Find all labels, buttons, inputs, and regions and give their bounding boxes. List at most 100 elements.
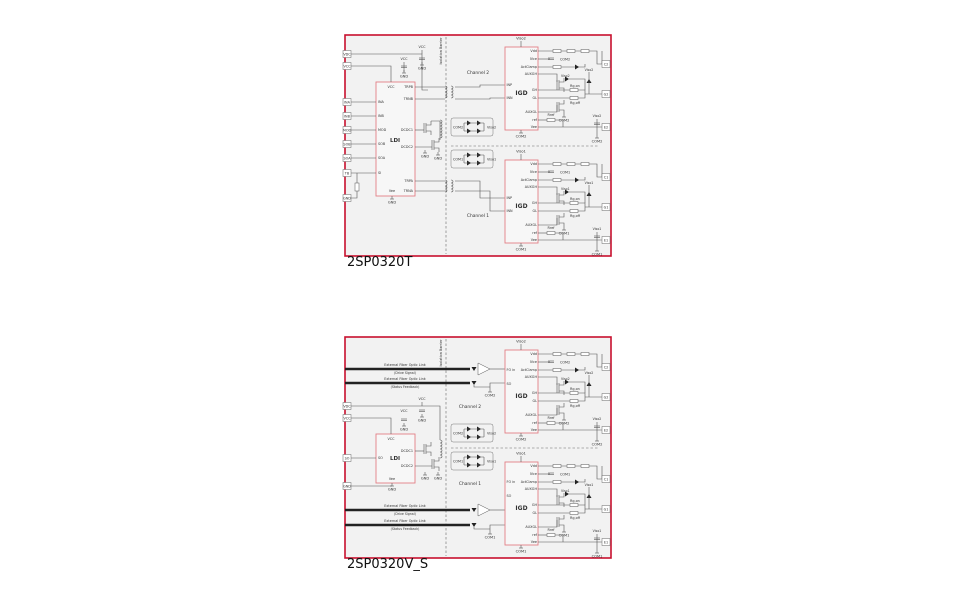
resistor — [566, 162, 576, 166]
com-label: COM2 — [453, 125, 463, 129]
igd-pin-label: GH — [532, 201, 538, 205]
channel-label: Channel 1 — [467, 213, 489, 219]
terminal-g — [601, 393, 611, 401]
led-icon — [471, 523, 477, 527]
viso-label: Viso2 — [585, 68, 594, 72]
ldi-vcc-label: VCC — [387, 85, 395, 89]
ldi-pin-label: TRNB — [403, 97, 414, 101]
ldi-pin-label: TRPA — [403, 179, 413, 183]
resistor — [552, 480, 562, 484]
wire — [559, 412, 565, 417]
ldi-pin-label: SOB — [378, 142, 386, 146]
igd-input-label: FO in — [507, 480, 516, 484]
igd-pin-label: Vdd — [530, 464, 537, 468]
viso-label: Viso1 — [593, 529, 602, 533]
wire — [455, 97, 505, 100]
igd-pin-label: GH — [532, 391, 538, 395]
terminal-e-label: E1 — [604, 238, 608, 242]
wire — [473, 527, 490, 530]
viso-label: Viso2 — [516, 37, 526, 41]
wire — [559, 515, 565, 520]
igd-pin-label: ref — [532, 533, 537, 537]
viso-label: Viso2 — [487, 125, 496, 129]
wire — [559, 100, 565, 105]
wire — [569, 191, 586, 203]
igd-pin-label: Vee — [531, 125, 537, 129]
wire — [489, 382, 505, 389]
wire — [559, 524, 565, 529]
vcc-label: VCC — [418, 397, 426, 401]
com-label: COM1 — [453, 157, 463, 161]
wire — [455, 84, 505, 88]
wire — [351, 417, 392, 434]
wire — [434, 147, 440, 152]
rectifier-block — [450, 149, 494, 169]
igd-pin-label: ActClamp — [521, 368, 537, 372]
left-terminal-label: MOD — [343, 128, 352, 132]
ldi-pin-label: MOD — [378, 128, 387, 132]
channel-label: Channel 2 — [459, 404, 481, 410]
terminal-e — [601, 236, 611, 244]
rg-on-label: Rg,on — [570, 499, 580, 503]
viso-label: Viso2 — [487, 431, 496, 435]
rref-label: Rref — [548, 528, 556, 532]
viso-label: Viso1 — [561, 489, 570, 493]
rg-on-resistor — [569, 201, 579, 205]
diode-icon — [575, 479, 579, 485]
com-label: COM1 — [560, 473, 570, 477]
wire — [559, 493, 565, 498]
igd-label: IGD — [515, 203, 527, 210]
com-label: COM2 — [560, 58, 570, 62]
gnd-label: GND — [400, 75, 408, 79]
ldi-label: LDI — [390, 138, 400, 144]
fiber-link-label: External Fiber Optic Link — [384, 504, 426, 508]
resistor — [580, 162, 590, 166]
com-label: COM1 — [516, 248, 527, 252]
left-terminal-label: SOB — [343, 142, 351, 146]
resistor — [566, 49, 576, 53]
com-label: COM2 — [592, 140, 603, 144]
igd-pin-label: IVce — [530, 170, 537, 174]
ldi-pin-label: INB — [378, 114, 385, 118]
resistor — [552, 162, 562, 166]
terminal-c — [601, 60, 611, 68]
wire — [351, 191, 358, 199]
wire — [555, 119, 564, 127]
drive-signal-label: (Drive Signal) — [394, 371, 416, 375]
com-label: COM2 — [560, 361, 570, 365]
resistor — [580, 464, 590, 468]
rref-resistor — [546, 118, 556, 122]
receiver-amplifier-icon — [477, 362, 491, 376]
com-label: COM2 — [559, 119, 570, 123]
diode-icon — [575, 64, 579, 70]
gnd-label: GND — [434, 477, 442, 481]
resistor — [552, 49, 562, 53]
wire — [426, 442, 432, 447]
fiber-link-label: External Fiber Optic Link — [384, 519, 426, 523]
ldi-chip — [375, 81, 416, 197]
rg-on-resistor — [569, 391, 579, 395]
terminal-g-label: G2 — [604, 92, 609, 96]
igd-input-label: INN — [507, 209, 514, 213]
com-label: COM1 — [485, 536, 496, 540]
igd-input-label: INN — [507, 96, 514, 100]
left-terminal-label: VDC — [343, 52, 351, 56]
terminal-g-label: G2 — [604, 395, 609, 399]
resistor — [580, 352, 590, 356]
gnd-label: GND — [418, 67, 426, 71]
rg-off-resistor — [569, 96, 579, 100]
wire — [559, 381, 565, 386]
tb-resistor — [354, 182, 360, 192]
igd-pin-label: ref — [532, 421, 537, 425]
resistor — [566, 352, 576, 356]
left-terminal-label: INA — [344, 100, 351, 104]
igd-pin-label: IVce — [530, 360, 537, 364]
wire — [426, 121, 432, 126]
igd-pin-label: AUXGL — [525, 525, 537, 529]
photodiode-icon — [471, 367, 477, 371]
resistor — [552, 464, 562, 468]
terminal-e-label: E2 — [604, 125, 608, 129]
gnd-label: GND — [434, 157, 442, 161]
terminal-c-label: C1 — [604, 175, 609, 179]
viso-label: Viso2 — [593, 114, 602, 118]
